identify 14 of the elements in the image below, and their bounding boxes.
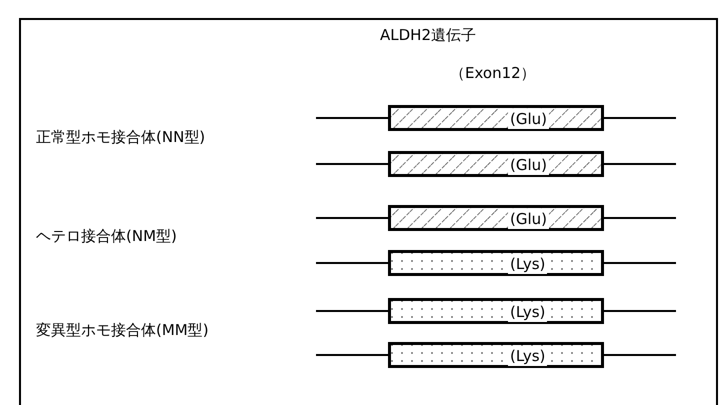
exon-bar xyxy=(388,342,604,368)
exon-bar xyxy=(388,105,604,131)
diagram-title: ALDH2遺伝子 xyxy=(380,28,476,43)
amino-acid-label: (Glu) xyxy=(508,109,550,129)
amino-acid-label: (Glu) xyxy=(508,209,550,229)
exon-bar xyxy=(388,298,604,324)
genotype-label: 変異型ホモ接合体(MM型) xyxy=(36,323,209,338)
exon-bar xyxy=(388,151,604,177)
genotype-label: ヘテロ接合体(NM型) xyxy=(36,229,177,244)
exon-bar xyxy=(388,250,604,276)
exon-bar xyxy=(388,205,604,231)
amino-acid-label: (Glu) xyxy=(508,155,550,175)
genotype-label: 正常型ホモ接合体(NN型) xyxy=(36,130,206,145)
exon-label: （Exon12） xyxy=(450,66,536,81)
